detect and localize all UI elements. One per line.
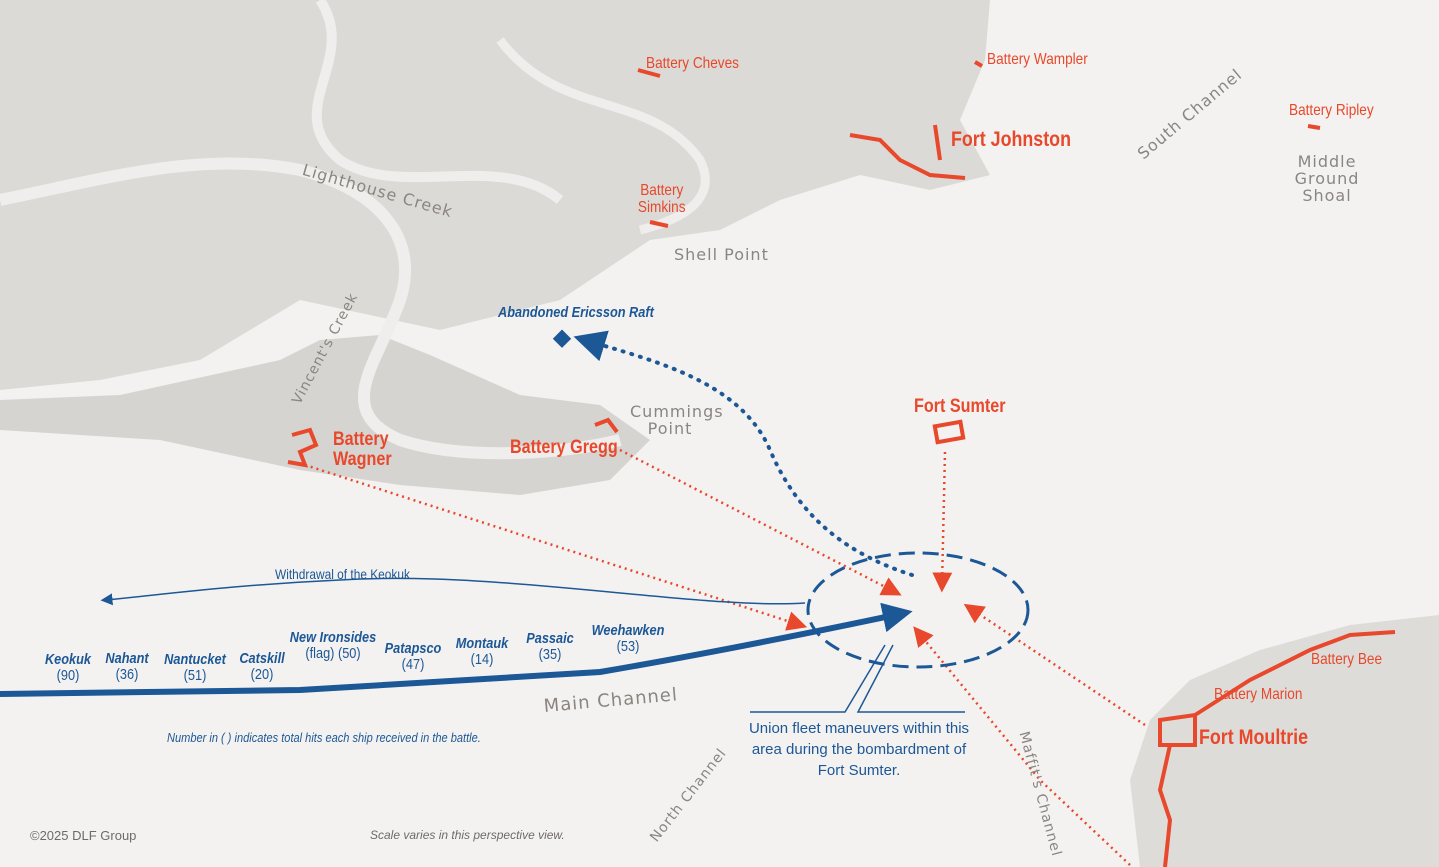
- fort-sumter-label: Fort Sumter: [914, 396, 1006, 417]
- battery-gregg-label: Battery Gregg: [510, 437, 618, 458]
- ship-label: Patapsco(47): [384, 640, 442, 673]
- james-island-land: [0, 0, 990, 390]
- keokuk-withdrawal-label: Withdrawal of the Keokuk: [275, 566, 410, 582]
- ship-label: Nantucket(51): [164, 651, 226, 684]
- ship-label: Montauk(14): [455, 635, 509, 668]
- ship-label: Keokuk(90): [44, 651, 92, 684]
- vincents-creek: [311, 0, 564, 204]
- ship-label: Passaic(35): [526, 630, 574, 663]
- lighthouse-creek: [0, 157, 622, 460]
- fort-moultrie-label: Fort Moultrie: [1199, 726, 1309, 749]
- battery-wagner-label: Battery Wagner: [333, 429, 392, 470]
- fire-lines: [304, 448, 1146, 866]
- copyright: ©2025 DLF Group: [30, 828, 137, 843]
- fleet-area-note: Union fleet maneuvers within this area d…: [748, 720, 970, 779]
- ericsson-raft-path: [573, 330, 914, 577]
- fleet-maneuver-area: [806, 551, 1030, 669]
- ship-label: New Ironsides(flag) (50): [289, 629, 377, 662]
- battery-wampler-label: Battery Wampler: [987, 51, 1088, 68]
- scale-note: Scale varies in this perspective view.: [370, 828, 565, 842]
- sullivans-island-land: [1130, 615, 1439, 867]
- fort-markers: [287, 60, 1396, 867]
- battery-marion-label: Battery Marion: [1214, 686, 1303, 703]
- ericsson-raft-marker: [552, 329, 572, 348]
- shell-point-label: Shell Point: [674, 245, 769, 264]
- cummings-point-label: Cummings Point: [630, 402, 724, 438]
- keokuk-withdrawal-path: [100, 577, 806, 606]
- ship-label: Nahant(36): [105, 650, 149, 683]
- ship-label: Catskill(20): [239, 650, 285, 683]
- middle-ground-shoal-label: Middle Ground Shoal: [1294, 152, 1360, 205]
- battery-simkins-label: Battery Simkins: [637, 182, 686, 216]
- fleet-track: [0, 602, 913, 697]
- battery-cheves-label: Battery Cheves: [646, 55, 739, 72]
- ericsson-raft-label: Abandoned Ericsson Raft: [498, 304, 654, 321]
- battery-bee-label: Battery Bee: [1311, 651, 1383, 668]
- battery-ripley-label: Battery Ripley: [1289, 102, 1374, 119]
- ship-label: Weehawken(53): [591, 622, 665, 655]
- fort-johnston-label: Fort Johnston: [951, 128, 1071, 151]
- hits-note: Number in ( ) indicates total hits each …: [167, 730, 481, 745]
